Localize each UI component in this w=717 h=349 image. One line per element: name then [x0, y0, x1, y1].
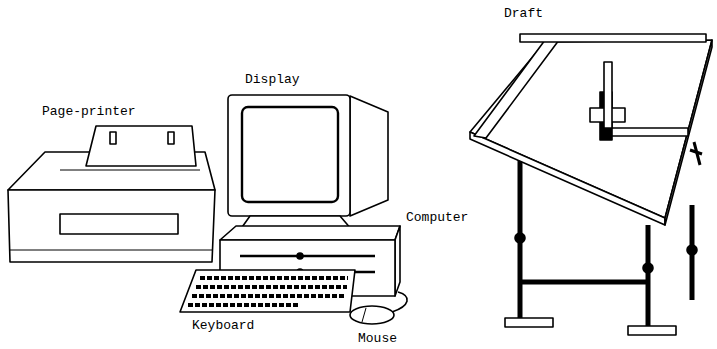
part-label: Computer [404, 210, 470, 225]
display-drawing [228, 95, 388, 230]
drafting-table-drawing [470, 34, 712, 335]
part-label: Keyboard [190, 318, 256, 333]
mouse-drawing [350, 292, 407, 324]
part-label: Page-printer [40, 104, 138, 119]
part-label: Mouse [356, 331, 399, 346]
part-label: Display [243, 72, 302, 87]
keyboard-drawing [180, 270, 355, 312]
printer-drawing [8, 126, 215, 262]
part-label: Draft [502, 6, 545, 21]
